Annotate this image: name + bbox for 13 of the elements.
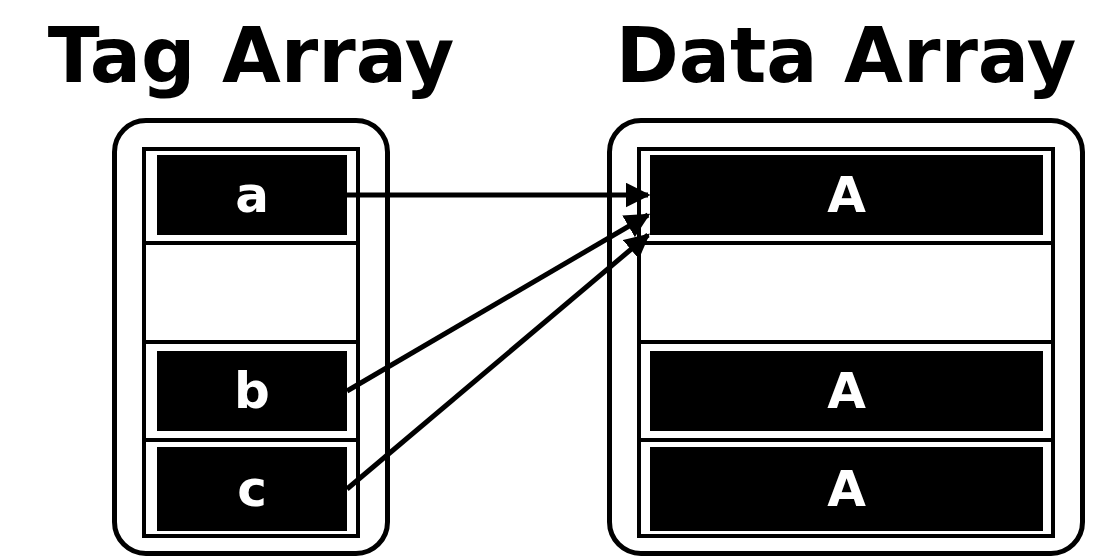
- data-entry: A: [650, 447, 1043, 531]
- data-entry: A: [650, 351, 1043, 431]
- empty-row: [639, 241, 1051, 344]
- tag-entry: c: [157, 447, 347, 531]
- array-heading: Tag Array: [46, 10, 456, 102]
- tag-entry: a: [157, 155, 347, 235]
- arrow: [345, 212, 651, 394]
- arrow: [345, 233, 650, 491]
- empty-row: [146, 241, 356, 344]
- array-heading: Data Array: [614, 10, 1078, 102]
- arrow: [347, 182, 651, 208]
- data-entry: A: [650, 155, 1043, 235]
- tag-entry: b: [157, 351, 347, 431]
